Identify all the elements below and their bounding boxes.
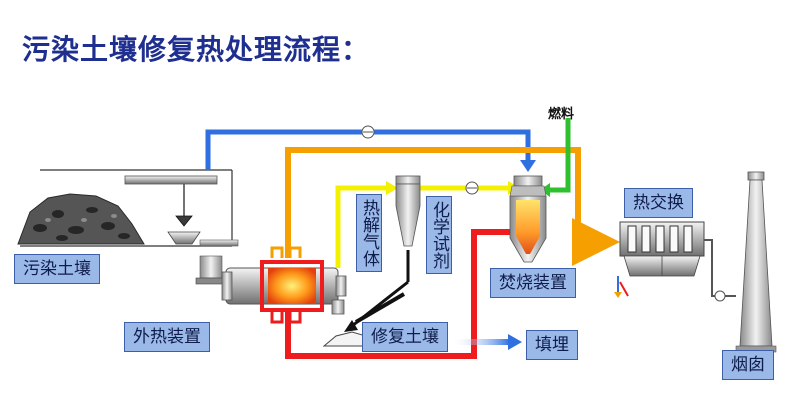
remediated-soil-label: 修复土壤 xyxy=(362,322,448,352)
fuel-label: 燃料 xyxy=(548,107,575,122)
landfill-label: 填埋 xyxy=(526,330,578,360)
contaminated-soil-label: 污染土壤 xyxy=(14,254,100,284)
incinerator-label: 焚烧装置 xyxy=(490,268,576,298)
heat-exchange-label: 热交换 xyxy=(624,188,693,218)
page-title: 污染土壤修复热处理流程： xyxy=(22,33,371,66)
pyrolysis-gas-label: 热解气体 xyxy=(356,194,382,272)
chemical-reagent-label: 化学试剂 xyxy=(426,196,452,274)
external-heating-device-label: 外热装置 xyxy=(124,322,210,352)
chimney-label: 烟囱 xyxy=(722,350,774,380)
